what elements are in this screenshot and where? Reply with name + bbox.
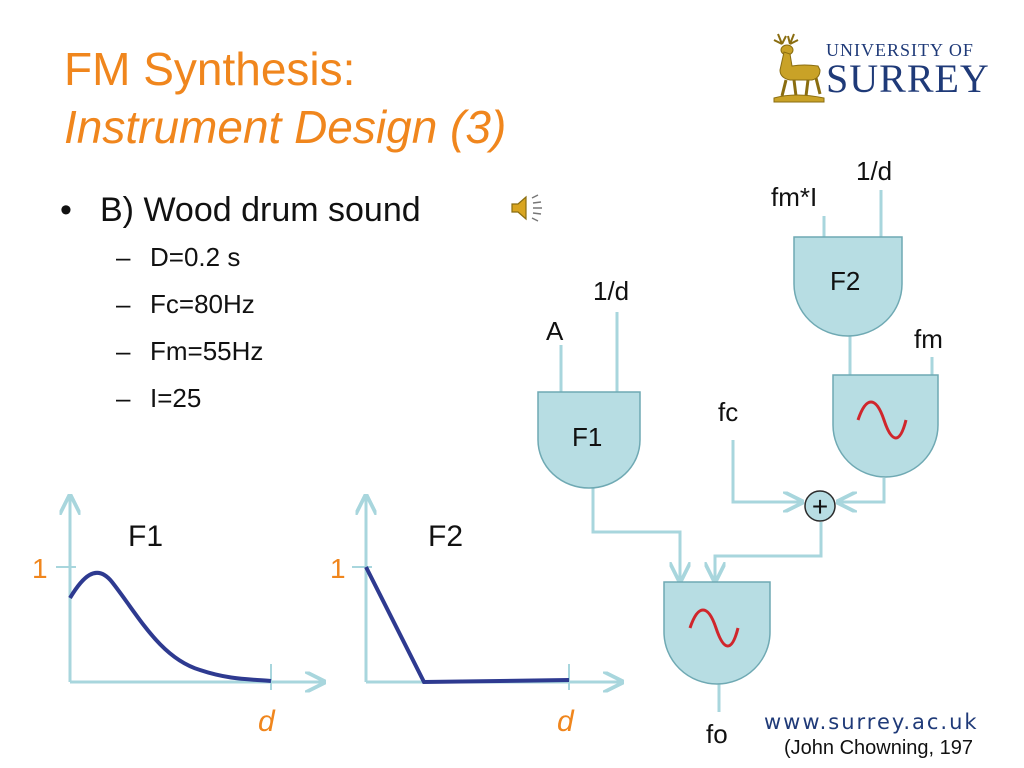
sub-bullet-item: –I=25 [116,383,202,413]
bullet-dot: • [60,191,72,229]
f2-graph-title: F2 [428,520,463,553]
sub-bullet-list: –D=0.2 s –Fc=80Hz –Fm=55Hz –I=25 [60,234,421,422]
title-line-2: Instrument Design (3) [64,101,507,153]
bullet-list: • B) Wood drum sound –D=0.2 s –Fc=80Hz –F… [60,186,421,422]
envelope-unit-f2 [793,236,903,337]
sine-wave-icon [856,400,908,440]
speaker-icon[interactable] [508,194,548,222]
title-line-1: FM Synthesis: [64,43,356,95]
sub-bullet-item: –D=0.2 s [116,242,241,272]
label-fm-i: fm*I [771,182,817,212]
graph-f1: F1 1 d [32,498,322,738]
f2-envelope-curve [364,566,570,685]
f1-to-out-line [591,488,680,579]
university-logo [773,33,825,103]
adder-symbol: + [812,491,828,522]
adder-to-out-line [715,522,823,579]
f2-y-tick-label: 1 [330,553,346,584]
bullet-main-text: B) Wood drum sound [100,191,421,229]
f1-envelope-curve [68,570,272,683]
logo-line-1: UNIVERSITY OF [826,40,974,60]
citation: (John Chowning, 197 [784,737,974,759]
logo-wordmark: UNIVERSITY OF SURREY [826,40,990,101]
fc-to-adder-line [731,440,800,502]
label-fc: fc [718,397,738,427]
stag-emblem-icon [773,33,825,103]
sub-bullet-text: Fc=80Hz [150,289,255,319]
connection-lines [559,190,934,712]
sine-wave-icon [688,608,740,648]
sub-bullet-item: –Fm=55Hz [116,336,264,366]
adder-node [804,490,836,522]
label-fo: fo [706,719,728,749]
website-url: www.surrey.ac.uk [764,710,979,734]
label-fm: fm [914,324,943,354]
label-f2: F2 [830,266,860,296]
label-f2-duration: 1/d [856,156,892,186]
label-a: A [546,316,564,346]
sub-bullet-text: D=0.2 s [150,242,241,272]
sub-bullet-item: –Fc=80Hz [116,289,255,319]
bullet-main: • B) Wood drum sound –D=0.2 s –Fc=80Hz –F… [60,186,421,422]
f1-x-axis-label: d [258,705,276,738]
label-f1-duration: 1/d [593,276,629,306]
envelope-unit-f1 [537,391,641,489]
sub-bullet-text: Fm=55Hz [150,336,264,366]
f1-y-tick-label: 1 [32,553,48,584]
f1-graph-title: F1 [128,520,163,553]
graph-f2: F2 1 d [330,498,620,738]
logo-line-2: SURREY [826,56,990,101]
sub-bullet-text: I=25 [150,383,202,413]
osc-to-adder-line [840,478,886,502]
slide-title: FM Synthesis: Instrument Design (3) [64,40,506,156]
label-f1: F1 [572,422,602,452]
f2-x-axis-label: d [557,705,575,738]
